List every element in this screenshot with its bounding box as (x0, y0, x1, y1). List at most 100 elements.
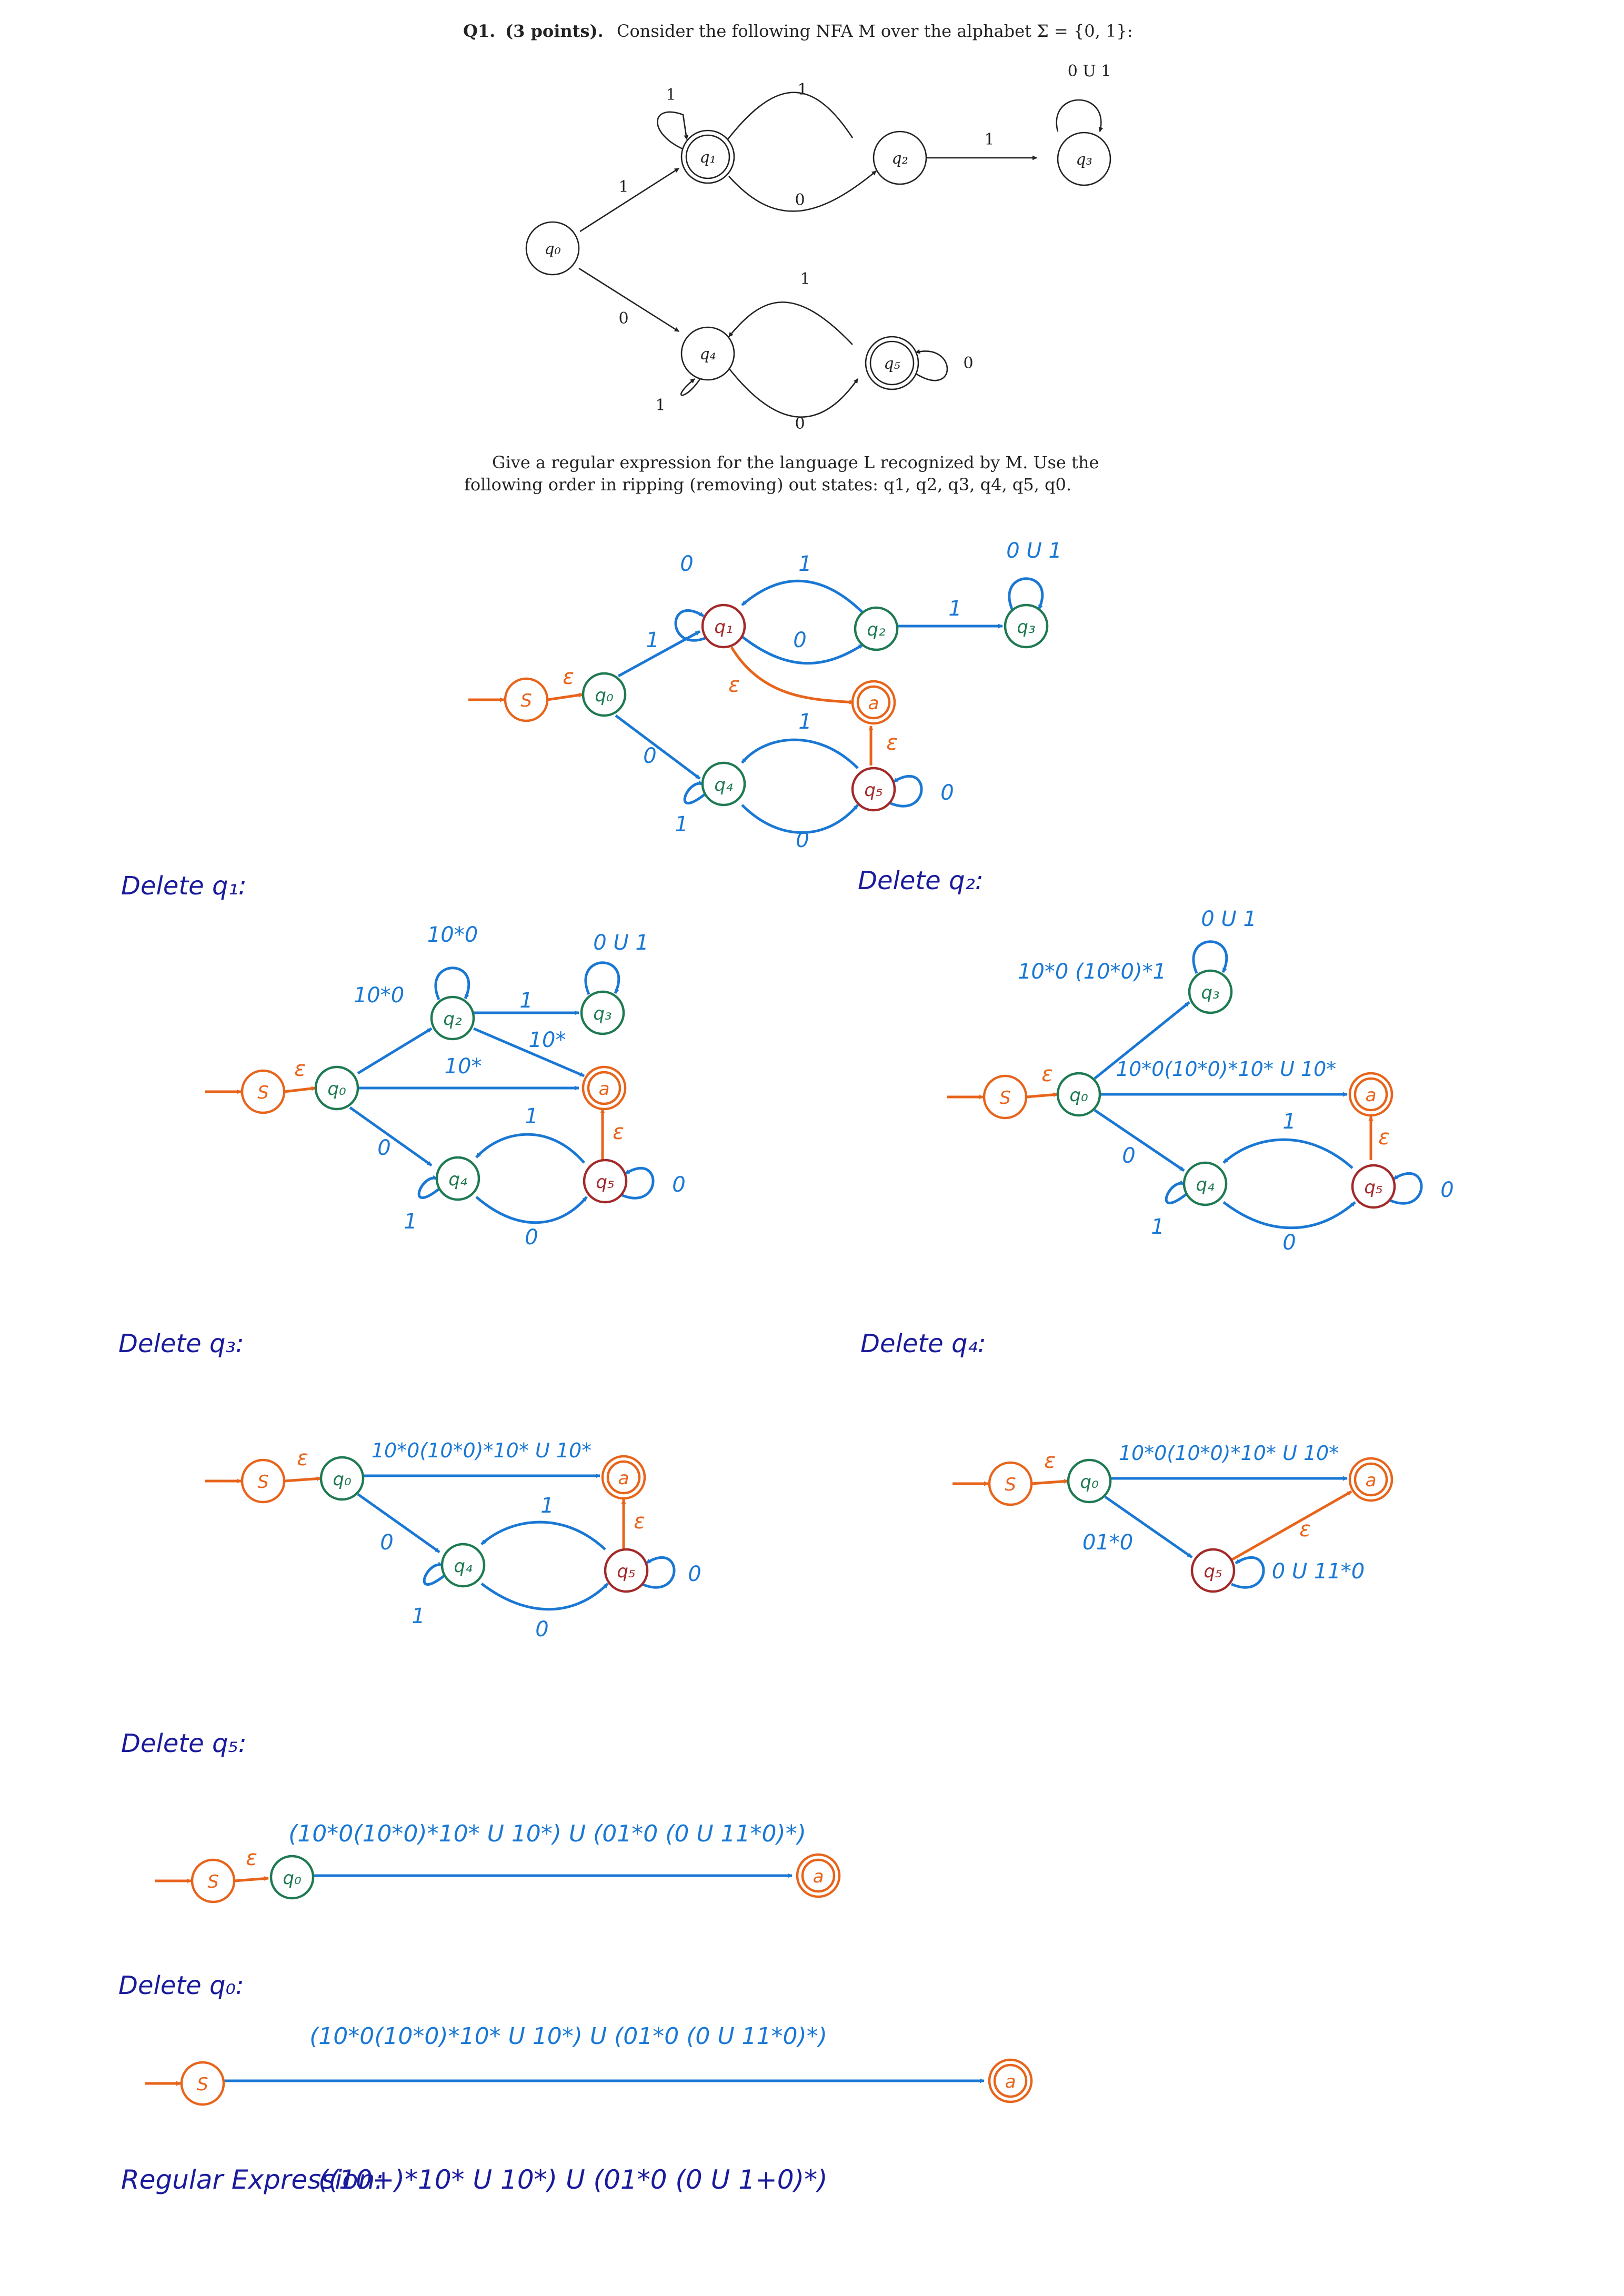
s1-label-q2-loop: 10*0 (427, 923, 478, 947)
s2-state-q4-circle (1182, 1161, 1228, 1206)
s1-loop-q2 (434, 966, 470, 1000)
s2-state-s-circle (983, 1074, 1028, 1120)
gnfa0-loop-q3 (1008, 577, 1044, 611)
gnfa0-state-q3-label: q₃ (1017, 617, 1035, 638)
nfa-state-q4-label: q₄ (699, 345, 716, 364)
nfa-edge-q0-q4 (578, 267, 679, 333)
gnfa0-edge-q2-q1 (741, 579, 869, 619)
s4-state-q0-circle (1067, 1458, 1112, 1504)
step-label-delete-q3: Delete q₃: (118, 1329, 244, 1358)
question-label: Q1. (463, 21, 495, 41)
s2-state-q3-circle (1188, 969, 1233, 1014)
gnfa0-loop-q4 (683, 780, 706, 804)
s1-label-q4-loop: 1 (404, 1210, 417, 1234)
s6-state-s-label: S (197, 2074, 208, 2095)
s3-edge-s-q0 (284, 1476, 322, 1483)
s2-label-q5-q4: 1 (1282, 1110, 1296, 1134)
s4-label-s-q0: ε (1044, 1449, 1056, 1473)
s4-edge-q5-a (1230, 1490, 1352, 1562)
s2-label-s-q0: ε (1041, 1062, 1053, 1086)
gnfa0-state-q3-circle (1004, 603, 1049, 649)
s1-state-q4-label: q₄ (448, 1169, 467, 1190)
s5-edge-s-q0 (234, 1876, 269, 1882)
s1-state-s-label: S (257, 1082, 269, 1103)
step-label-delete-q5: Delete q₅: (121, 1729, 247, 1758)
s1-state-q4-circle (435, 1156, 480, 1201)
s5-state-q0-circle (269, 1855, 315, 1900)
nfa-label-q1-q2: 0 (795, 191, 805, 209)
nfa-label-q2-q1: 1 (797, 80, 807, 99)
nfa-label-q3-loop: 0 U 1 (1068, 62, 1111, 80)
nfa-label-q0-q1-b: 1 (618, 178, 628, 196)
gnfa0-state-a-label: a (868, 693, 879, 714)
s3-label-q5-a: ε (634, 1509, 645, 1534)
gnfa0-label-q5-loop: 0 (940, 781, 954, 805)
nfa-edge-q1-q2 (728, 170, 877, 212)
nfa-state-q2-circle (873, 130, 927, 185)
question-prompt: Consider the following NFA M over the al… (617, 21, 1132, 41)
s6-state-a-label: a (1005, 2071, 1016, 2092)
s3-label-q5-q4: 1 (540, 1494, 554, 1518)
gnfa0-label-q5-q4: 1 (798, 710, 811, 734)
nfa-label-q4-loop: 1 (655, 396, 665, 415)
instruction-line-2: following order in ripping (removing) ou… (464, 475, 1071, 495)
s4-state-a-inner-ring (1354, 1462, 1388, 1497)
s1-edge-s-q0 (284, 1086, 316, 1093)
nfa-state-q5-circle (865, 336, 919, 390)
s3-edge-q5-q4 (480, 1520, 606, 1550)
nfa-edge-q0-q1 (579, 167, 679, 233)
nfa-label-q2-q3: 1 (984, 130, 994, 149)
gnfa0-loop-q1 (674, 609, 708, 642)
s3-state-q4-label: q₄ (454, 1556, 473, 1577)
step-label-delete-q1: Delete q₁: (121, 871, 247, 901)
s4-state-s-label: S (1005, 1474, 1016, 1495)
gnfa0-label-q1-q2: 0 (793, 628, 806, 652)
nfa-state-q5-label: q₅ (884, 355, 900, 373)
nfa-state-q1-label: q₁ (699, 148, 716, 167)
s4-label-q0-q5: 01*0 (1082, 1530, 1133, 1555)
gnfa0-state-s-label: S (520, 690, 532, 711)
gnfa0-label-q1-a: ε (728, 673, 740, 697)
nfa-state-q1-inner-ring (685, 134, 730, 179)
gnfa0-label-q2-q3: 1 (948, 597, 961, 621)
s2-state-q0-label: q₀ (1069, 1085, 1088, 1106)
s3-label-q4-q5: 0 (535, 1617, 548, 1642)
s1-label-q4-q5: 0 (525, 1225, 538, 1250)
s5-state-s-circle (191, 1858, 236, 1904)
answer-label: Regular Expression: (121, 2164, 384, 2195)
nfa-label-q0-q4: 0 (618, 309, 628, 328)
gnfa0-edge-q1-a (730, 646, 854, 704)
s1-state-a-label: a (599, 1079, 610, 1100)
s1-label-q3-loop: 0 U 1 (593, 931, 649, 955)
s1-edge-q2-a (473, 1027, 585, 1077)
step-label-delete-q0: Delete q₀: (118, 1971, 244, 2000)
s3-label-q0-a: 10*0(10*0)*10* U 10* (372, 1439, 592, 1462)
gnfa0-state-q2-circle (854, 606, 899, 651)
gnfa0-label-q5-a: ε (886, 731, 898, 755)
s1-label-q5-loop: 0 (672, 1173, 685, 1197)
s3-loop-q5 (641, 1556, 676, 1589)
gnfa0-edge-q5-q4 (741, 738, 859, 769)
s1-label-q0-a: 10* (445, 1054, 482, 1079)
s4-state-q0-label: q₀ (1080, 1472, 1099, 1493)
nfa-state-q2-label: q₂ (891, 149, 908, 168)
s3-label-q5-loop: 0 (688, 1562, 701, 1586)
s4-edge-s-q0 (1031, 1479, 1069, 1485)
nfa-edge-q4-q5 (728, 368, 859, 418)
s5-state-a-inner-ring (801, 1858, 836, 1893)
s2-state-q5-label: q₅ (1364, 1177, 1382, 1198)
s2-state-q4-label: q₄ (1196, 1174, 1215, 1195)
s4-state-q5-circle (1190, 1548, 1236, 1593)
s1-label-q0-q4: 0 (377, 1136, 390, 1160)
s3-label-q0-q4: 0 (380, 1530, 393, 1555)
s3-state-q0-label: q₀ (333, 1469, 352, 1490)
s3-state-q4-circle (440, 1543, 486, 1588)
nfa-state-q5-inner-ring (869, 340, 915, 386)
gnfa0-state-q0-label: q₀ (595, 685, 614, 706)
